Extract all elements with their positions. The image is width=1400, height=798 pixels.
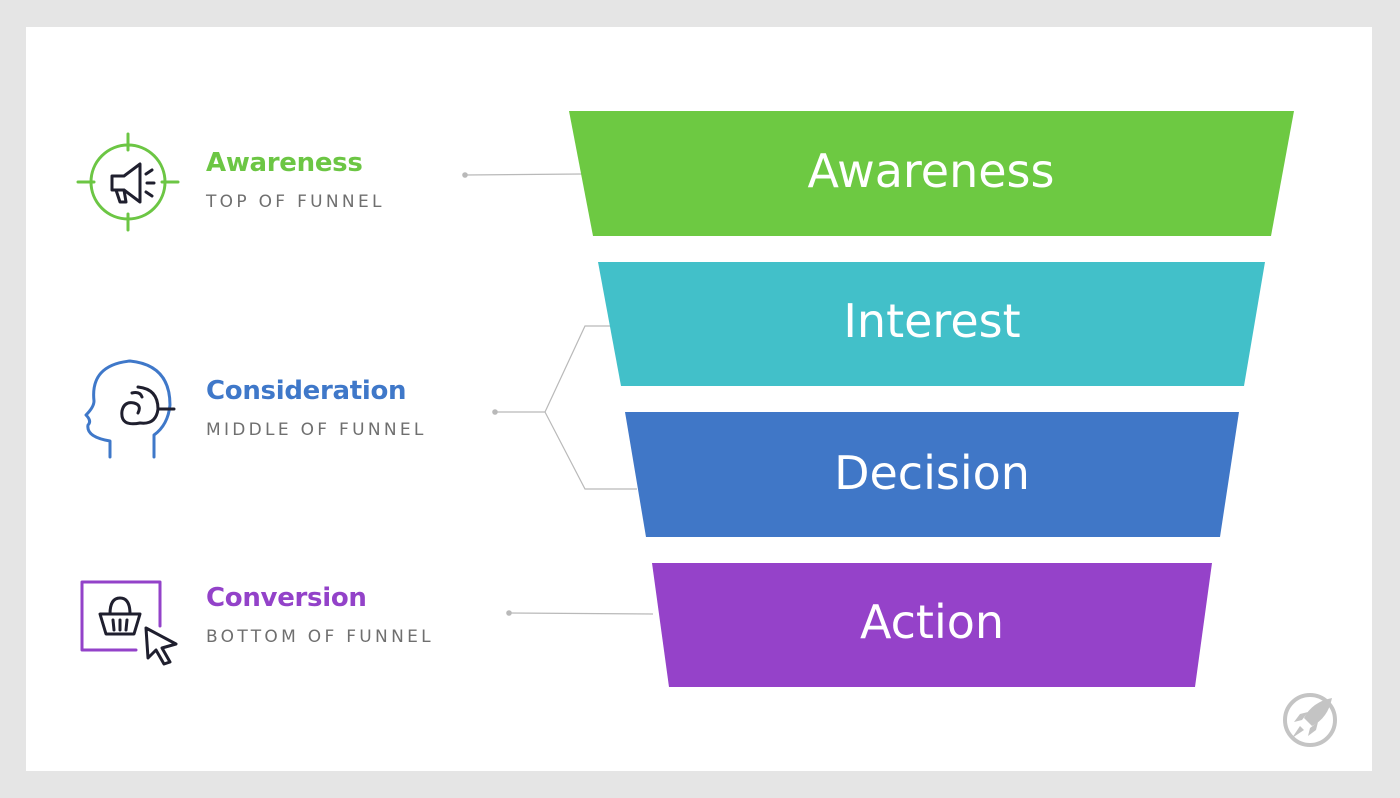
rocket-logo-icon [1282,692,1338,748]
funnel-segment-interest [598,262,1265,386]
stage-awareness: Awareness TOP OF FUNNEL [206,148,385,212]
connector-branch-interest [544,325,611,413]
basket-cursor-icon [78,578,184,668]
funnel-segment-decision [625,412,1239,537]
funnel-label-awareness: Awareness [807,144,1054,198]
funnel-segment-awareness [569,111,1294,236]
connector-branch-decision [544,411,637,490]
stage-consideration: Consideration MIDDLE OF FUNNEL [206,376,427,440]
stage-title-consideration: Consideration [206,376,407,406]
connector-line-conversion [508,612,654,615]
funnel-label-action: Action [860,595,1004,649]
stage-subtitle-conversion: BOTTOM OF FUNNEL [206,627,434,647]
stage-conversion: Conversion BOTTOM OF FUNNEL [206,583,434,647]
funnel-label-decision: Decision [834,446,1030,500]
megaphone-target-icon [76,132,180,232]
connector-line-awareness [464,173,583,176]
stage-title-awareness: Awareness [206,148,363,178]
funnel-segment-action [652,563,1212,687]
stage-subtitle-awareness: TOP OF FUNNEL [206,192,385,212]
stage-title-conversion: Conversion [206,583,367,613]
funnel-label-interest: Interest [843,294,1020,348]
funnel-segments: Awareness Interest Decision Action [569,111,1294,687]
stage-subtitle-consideration: MIDDLE OF FUNNEL [206,420,427,440]
connectors [462,172,654,616]
head-thinking-icon [80,357,180,461]
